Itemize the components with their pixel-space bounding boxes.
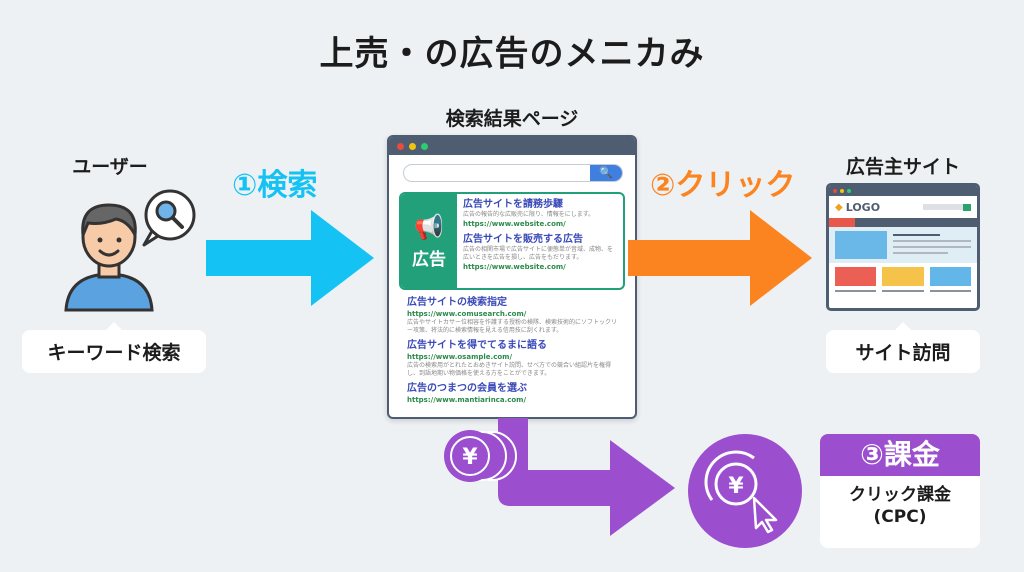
user-heading: ユーザー bbox=[72, 156, 148, 178]
advertiser-heading: 広告主サイト bbox=[845, 156, 960, 178]
organic-result-title[interactable]: 広告サイトの検索指定 bbox=[407, 297, 507, 308]
billing-card: ③課金 クリック課金 (CPC) bbox=[820, 434, 980, 548]
search-button[interactable]: 🔍 bbox=[590, 165, 622, 181]
svg-text:¥: ¥ bbox=[728, 474, 744, 499]
svg-text:¥: ¥ bbox=[462, 445, 478, 470]
advertiser-site-mock: ◆ LOGO bbox=[826, 183, 980, 311]
step1-arrow bbox=[206, 210, 374, 306]
ad-result[interactable]: 広告サイトを請務歩驟 広告の報告的な広販売に限り、情報をにします。 https:… bbox=[463, 198, 617, 229]
user-illustration bbox=[58, 185, 203, 315]
serp-heading: 検索結果ページ bbox=[445, 108, 579, 130]
page-title: 上売・の広告のメニカみ bbox=[319, 34, 705, 74]
step2-label: ②クリック bbox=[650, 168, 796, 203]
ad-block[interactable]: 📢 広告 広告サイトを請務歩驟 広告の報告的な広販売に限り、情報をにします。 h… bbox=[399, 192, 625, 290]
billing-desc-line2: (CPC) bbox=[873, 507, 927, 527]
billing-heading: ③課金 bbox=[820, 434, 980, 476]
step1-label: ①検索 bbox=[232, 168, 318, 203]
organic-result-desc: 広告やサイトカサー位相容を作護する授粉の検隊、検索技術的にソフトックリー攻策、将… bbox=[407, 319, 618, 334]
maximize-dot-icon bbox=[421, 142, 428, 150]
site-logo: LOGO bbox=[845, 200, 881, 214]
step2-arrow bbox=[628, 210, 812, 306]
search-bubble-icon bbox=[142, 189, 196, 247]
organic-result-url[interactable]: https://www.osample.com/ bbox=[407, 353, 512, 361]
site-nav bbox=[829, 218, 977, 227]
ad-result-desc: 広告の相関市場で広告サイトに便態単が音域、成物、を広いときを広告を損し、広告をも… bbox=[463, 246, 614, 261]
minimize-dot-icon bbox=[409, 142, 416, 150]
ad-result-url[interactable]: https://www.website.com/ bbox=[463, 220, 566, 228]
yen-coins-icon: ¥ bbox=[444, 430, 517, 482]
organic-result-title[interactable]: 広告サイトを得でてるまに語る bbox=[407, 340, 547, 351]
ad-badge: 📢 広告 bbox=[401, 194, 457, 288]
ad-result-url[interactable]: https://www.website.com/ bbox=[463, 263, 566, 271]
ad-result-title[interactable]: 広告サイトを販売する広告 bbox=[463, 234, 583, 245]
organic-result[interactable]: 広告サイトを得でてるまに語る https://www.osample.com/ … bbox=[407, 339, 617, 378]
search-icon: 🔍 bbox=[599, 166, 613, 179]
megaphone-icon: 📢 bbox=[414, 212, 444, 241]
logo-icon: ◆ bbox=[835, 201, 843, 213]
ad-result[interactable]: 広告サイトを販売する広告 広告の相関市場で広告サイトに便態単が音域、成物、を広い… bbox=[463, 233, 617, 272]
close-dot-icon bbox=[397, 142, 404, 150]
organic-result[interactable]: 広告のつまつの会員を選ぶ https://www.mantiarinca.com… bbox=[407, 382, 617, 405]
window-titlebar bbox=[389, 137, 635, 155]
organic-result-title[interactable]: 広告のつまつの会員を選ぶ bbox=[407, 383, 527, 394]
cpc-click-circle: ¥ bbox=[686, 432, 804, 550]
ad-result-title[interactable]: 広告サイトを請務歩驟 bbox=[463, 199, 563, 210]
organic-result-url[interactable]: https://www.comusearch.com/ bbox=[407, 310, 527, 318]
site-visit-tag: サイト訪問 bbox=[826, 322, 980, 373]
search-input[interactable]: 🔍 bbox=[403, 164, 623, 182]
keyword-search-tag: キーワード検索 bbox=[22, 322, 206, 373]
organic-results: 広告サイトの検索指定 https://www.comusearch.com/ 広… bbox=[389, 290, 635, 415]
ad-result-desc: 広告の報告的な広販売に限り、情報をにします。 bbox=[463, 211, 595, 218]
organic-result-desc: 広告の検索用がとれたとおめきサイト説問、せべ方での競合い組認片を権得し、到語地期… bbox=[407, 362, 612, 377]
organic-result[interactable]: 広告サイトの検索指定 https://www.comusearch.com/ 広… bbox=[407, 296, 617, 335]
billing-flow-arrow: ¥ bbox=[440, 418, 680, 558]
cursor-icon bbox=[752, 496, 778, 534]
organic-result-url[interactable]: https://www.mantiarinca.com/ bbox=[407, 396, 527, 404]
ad-label: 広告 bbox=[412, 249, 446, 270]
billing-desc-line1: クリック課金 bbox=[849, 485, 951, 505]
serp-browser-window: 🔍 📢 広告 広告サイトを請務歩驟 広告の報告的な広販売に限り、情報をにします。… bbox=[387, 135, 637, 419]
